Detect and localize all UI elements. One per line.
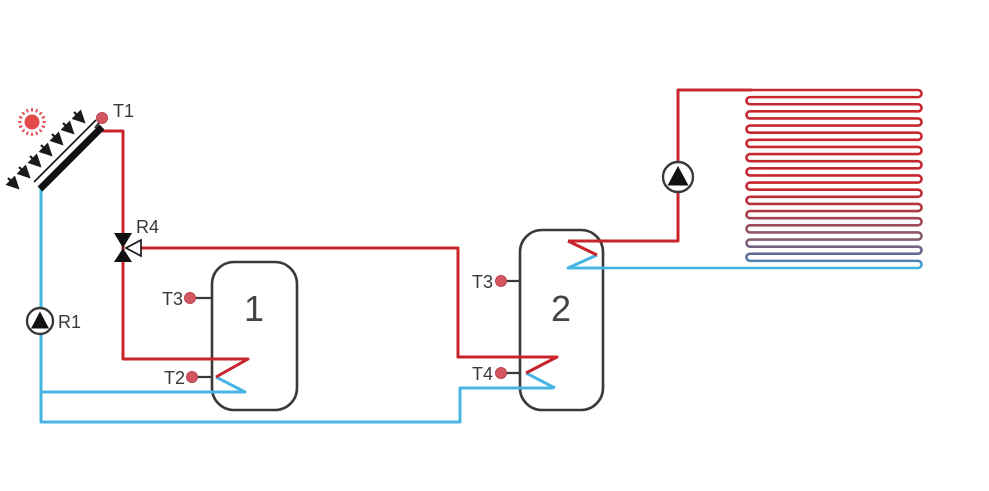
irradiance-arrow-icon [60, 120, 75, 135]
sensor-t2-dot [186, 371, 198, 383]
pump-r1 [25, 306, 55, 336]
irradiance-arrow-icon [38, 142, 53, 157]
pump-floor-loop [661, 160, 695, 194]
collector-glazing-line [33, 119, 97, 183]
tank2-upper-coil-cold-end [566, 253, 604, 270]
pump-floor-loop-impeller-icon [667, 166, 689, 186]
tank2-to-floor-loop-pipe [568, 88, 752, 243]
pipe-hot-supply [100, 88, 752, 379]
sun-icon [18, 108, 46, 136]
sensor-t3b-dot [495, 275, 507, 287]
sun-ray [41, 125, 46, 129]
label-t1: T1 [113, 101, 134, 121]
irradiance-arrow-icon [27, 153, 42, 168]
valve-to-tank2-pipe [128, 246, 559, 375]
irradiance-arrow-icon [5, 175, 20, 190]
label-t4: T4 [472, 364, 493, 384]
label-r4: R4 [136, 217, 159, 237]
irradiance-arrow-icon [49, 131, 64, 146]
label-r1: R1 [58, 312, 81, 332]
sun-ray [18, 115, 23, 119]
sun-ray [41, 115, 46, 119]
sun-ray [18, 125, 23, 129]
label-t2: T2 [164, 368, 185, 388]
irradiance-arrow-icon [71, 109, 86, 124]
sun-ray [38, 128, 43, 133]
collector-to-tank1-pipe [100, 129, 250, 379]
sensor-t1-dot [96, 112, 108, 124]
tank-2-number: 2 [551, 288, 571, 329]
valve-branch-port [124, 238, 142, 258]
sensor-t4-dot [495, 367, 507, 379]
floor-heating-coil [603, 88, 923, 270]
cold-main-return-pipe [39, 187, 553, 424]
sun-ray [21, 128, 26, 133]
sun-ray [38, 111, 43, 116]
valve-top-cone [114, 233, 132, 248]
labels: T1 R4 R1 T3 T2 T3 T4 [58, 101, 493, 388]
tank-1-body [210, 260, 299, 412]
label-t3-tank2: T3 [472, 272, 493, 292]
label-t3-tank1: T3 [162, 289, 183, 309]
irradiance-arrows-icon [5, 109, 86, 190]
pipe-cold-return [39, 187, 604, 424]
tank2-upper-coil-hot-end [567, 239, 598, 257]
sensors [94, 112, 521, 383]
collector-panel [37, 124, 105, 192]
sun-ray [25, 131, 29, 136]
tank-1: 1 [210, 260, 299, 412]
irradiance-arrow-icon [16, 164, 31, 179]
solar-collector [5, 108, 105, 192]
sun-ray [25, 108, 29, 113]
sun-ray [35, 108, 39, 113]
valve-r4 [114, 233, 142, 262]
sun-core [24, 114, 40, 130]
sun-ray [35, 131, 39, 136]
valve-bottom-cone [114, 248, 132, 262]
tank1-coil-cold-end [41, 375, 247, 394]
sensor-t3a-dot [184, 292, 196, 304]
sun-ray [21, 111, 26, 116]
pump-r1-impeller-icon [31, 311, 49, 329]
tank-1-number: 1 [244, 288, 264, 329]
tank2-lower-coil-cold-end [525, 371, 556, 390]
